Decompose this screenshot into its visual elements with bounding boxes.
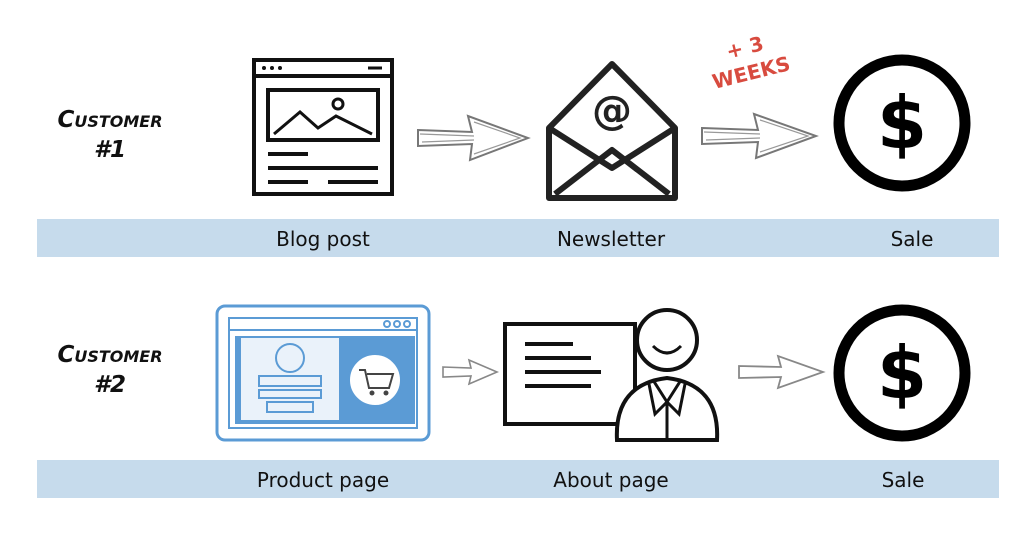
- customer-2-label: Customer #2: [40, 340, 180, 400]
- step-label-about-page: About page: [553, 468, 669, 492]
- arrow-right-icon: [417, 114, 531, 162]
- svg-text:@: @: [592, 88, 632, 134]
- dollar-coin-icon: $: [833, 54, 971, 192]
- customer-1-line1: Customer: [57, 107, 163, 133]
- delay-note: + 3 weeks: [699, 24, 797, 96]
- customer-2-line1: Customer: [57, 342, 163, 368]
- step-label-sale: Sale: [881, 468, 925, 492]
- about-profile-icon: [503, 308, 720, 442]
- browser-image-icon: [252, 58, 394, 196]
- step-band-customer-1: Blog post Newsletter Sale: [37, 219, 999, 257]
- step-label-product-page: Product page: [256, 468, 390, 492]
- arrow-right-icon: [738, 354, 826, 390]
- svg-text:$: $: [877, 331, 927, 415]
- svg-text:$: $: [877, 81, 927, 165]
- dollar-coin-icon: $: [833, 304, 971, 442]
- customer-1-line2: #1: [93, 137, 126, 163]
- step-label-blog-post: Blog post: [276, 227, 370, 251]
- step-label-sale: Sale: [890, 227, 934, 251]
- arrow-right-icon: [701, 112, 819, 160]
- arrow-right-icon: [442, 358, 500, 386]
- step-band-customer-2: Product page About page Sale: [37, 460, 999, 498]
- customer-1-label: Customer #1: [40, 105, 180, 165]
- envelope-at-icon: @: [546, 61, 678, 201]
- shop-page-icon: [215, 304, 431, 442]
- step-label-newsletter: Newsletter: [556, 227, 666, 251]
- customer-2-line2: #2: [93, 372, 126, 398]
